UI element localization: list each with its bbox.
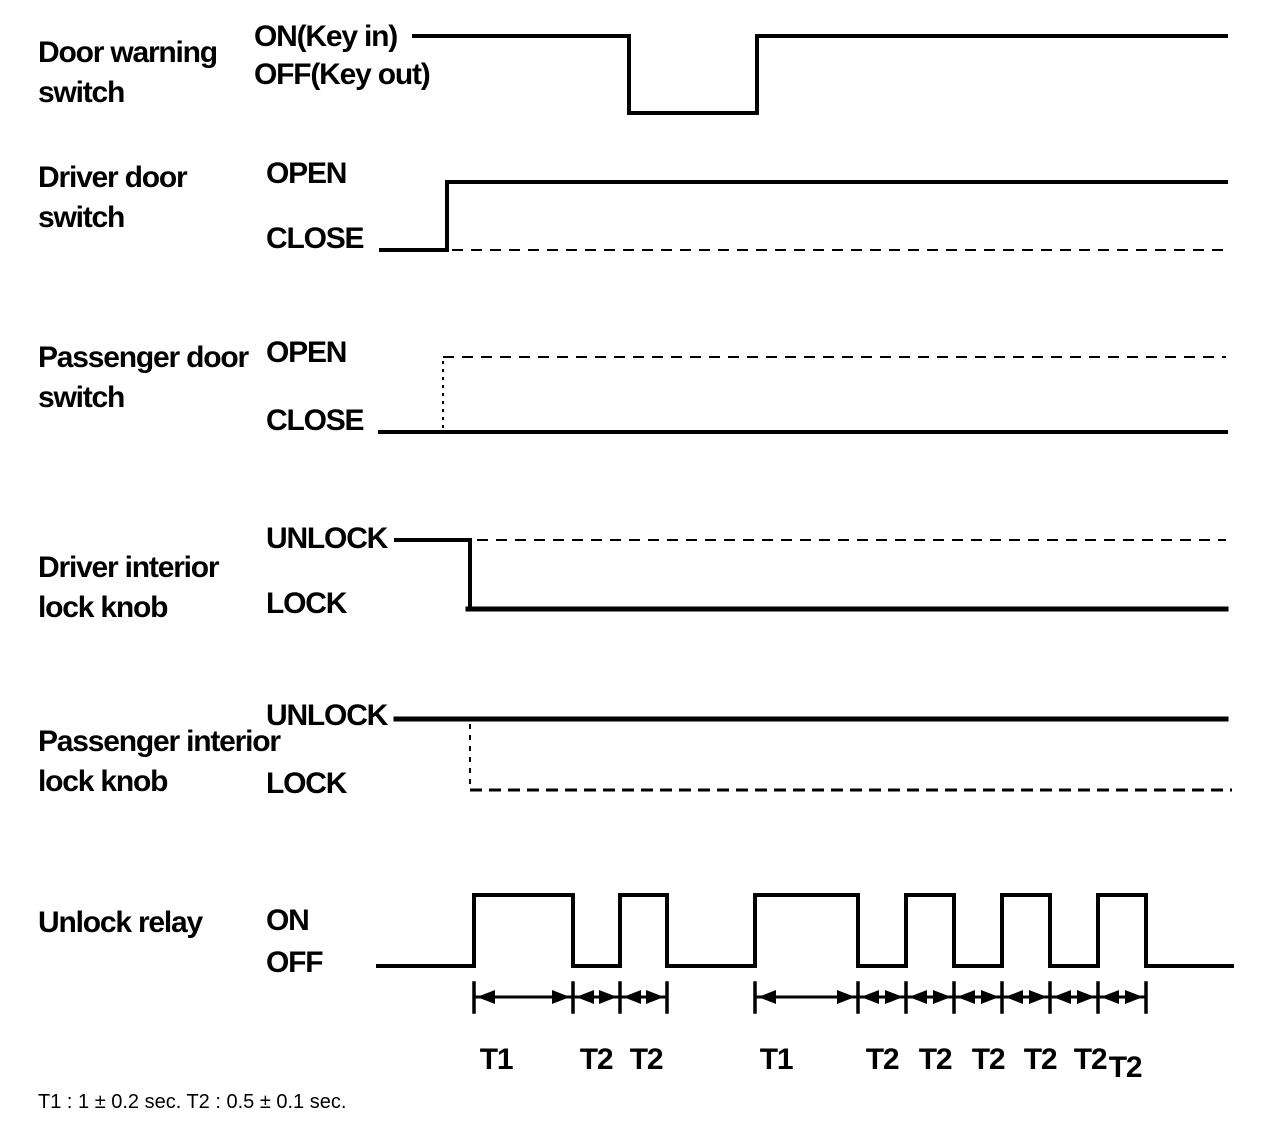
measure-arrowhead-left [861,990,879,1004]
measure-arrowhead-right [599,990,617,1004]
state-label-driver-door-switch-close: CLOSE [266,222,365,255]
row-label-passenger-door-switch-line1: switch [38,381,125,414]
row-label-unlock-relay-line0: Unlock relay [38,906,203,939]
time-label-t2-g1: T2 [579,1043,614,1076]
state-label-passenger-door-switch-close: CLOSE [266,404,365,437]
driver-door-switch-trace-0 [379,180,1228,252]
time-label-t1-g2: T1 [759,1043,794,1076]
measure-arrowhead-left [477,990,495,1004]
measure-arrowhead-left [576,990,594,1004]
time-label-t2-g2: T2 [918,1043,953,1076]
row-label-passenger-door-switch-line0: Passenger door [38,341,249,374]
timing-footnote: T1 : 1 ± 0.2 sec. T2 : 0.5 ± 0.1 sec. [38,1091,347,1113]
state-label-unlock-relay-on: ON [266,904,310,937]
measure-arrowhead-right [837,990,855,1004]
state-label-passenger-door-switch-open: OPEN [266,336,347,369]
measure-arrowhead-left [1005,990,1023,1004]
state-label-door-warning-switch-offkeyout: OFF(Key out) [254,58,431,91]
state-label-passenger-interior-lock-knob-lock: LOCK [266,767,347,800]
measure-arrowhead-left [909,990,927,1004]
state-label-passenger-interior-lock-knob-unlock: UNLOCK [266,699,388,732]
row-label-driver-door-switch-line1: switch [38,201,125,234]
time-label-t2-g2: T2 [865,1043,900,1076]
state-label-door-warning-switch-onkeyin: ON(Key in) [254,20,398,53]
measure-arrowhead-right [1077,990,1095,1004]
state-label-unlock-relay-off: OFF [266,946,324,979]
time-label-t1-g1: T1 [479,1043,514,1076]
time-label-t2-g2: T2 [971,1043,1006,1076]
measure-arrowhead-right [1125,990,1143,1004]
measure-arrowhead-left [1101,990,1119,1004]
row-label-door-warning-switch-line1: switch [38,76,125,109]
measure-arrowhead-left [1053,990,1071,1004]
row-label-door-warning-switch-line0: Door warning [38,36,218,69]
row-label-passenger-interior-lock-knob-line0: Passenger interior [38,725,281,758]
measure-arrowhead-right [885,990,903,1004]
measure-arrowhead-left [957,990,975,1004]
time-label-t2-g1: T2 [629,1043,664,1076]
time-label-t2-g2: T2 [1073,1043,1108,1076]
time-label-t2-g2: T2 [1108,1051,1143,1084]
state-label-driver-interior-lock-knob-lock: LOCK [266,587,347,620]
measure-arrowhead-right [552,990,570,1004]
driver-interior-lock-knob-trace-0 [394,538,472,611]
measure-arrowhead-right [1029,990,1047,1004]
state-label-driver-interior-lock-knob-unlock: UNLOCK [266,522,388,555]
row-label-driver-door-switch-line0: Driver door [38,161,188,194]
row-label-passenger-interior-lock-knob-line1: lock knob [38,765,168,798]
measure-arrowhead-left [623,990,641,1004]
measure-arrowhead-right [646,990,664,1004]
measure-arrowhead-left [758,990,776,1004]
door-warning-switch-trace-0 [412,34,1228,115]
measure-arrowhead-right [933,990,951,1004]
state-label-driver-door-switch-open: OPEN [266,157,347,190]
row-label-driver-interior-lock-knob-line1: lock knob [38,591,168,624]
row-label-driver-interior-lock-knob-line0: Driver interior [38,551,220,584]
unlock-relay-trace-0 [376,893,1234,968]
measure-arrowhead-right [981,990,999,1004]
time-label-t2-g2: T2 [1023,1043,1058,1076]
